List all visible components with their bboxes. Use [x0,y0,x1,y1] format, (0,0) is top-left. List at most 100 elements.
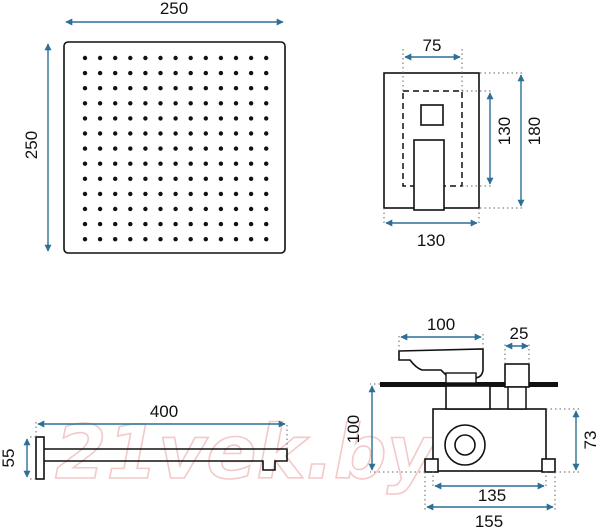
nozzle-dot [113,131,118,136]
nozzle-dot [264,70,269,76]
label-mixer-outer-width: 130 [417,231,445,250]
nozzle-dot [173,206,178,212]
nozzle-dot [128,101,133,106]
nozzle-dot [264,55,269,61]
label-valve-body-width: 135 [478,486,506,505]
mixer-plate-front-view [383,48,523,225]
label-mixer-inner-height: 130 [495,117,514,145]
extension-lines-arm [30,422,288,480]
nozzle-dot [203,131,208,136]
nozzle-dot [203,101,208,106]
nozzle-dot [233,237,239,242]
nozzle-dot [97,101,103,106]
nozzle-dot [158,176,163,181]
nozzle-dot [97,55,103,61]
diverter-cap [504,363,530,388]
nozzle-dot [173,70,178,76]
nozzle-dot [113,70,118,76]
diverter-stem [507,386,527,410]
nozzle-dot [128,70,133,76]
nozzle-dot [158,191,163,197]
nozzle-dot [113,55,118,61]
nozzle-dot [113,191,118,197]
nozzle-dot [188,191,193,197]
nozzle-dot [143,70,148,76]
label-arm-height: 55 [0,449,18,468]
nozzle-dot [113,206,118,212]
nozzle-dot [203,221,208,227]
nozzle-dot [264,86,269,91]
nozzle-dot [128,221,133,227]
wall-surface [380,382,558,387]
nozzle-dot [233,86,239,91]
nozzle-dot [173,86,178,91]
nozzle-dot [158,101,163,106]
nozzle-dot [264,237,269,242]
nozzle-dot [97,176,103,181]
nozzle-dot [143,221,148,227]
nozzle-dot [128,237,133,242]
nozzle-dot [128,116,133,121]
nozzle-dot [113,101,118,106]
nozzle-dot [143,206,148,212]
nozzle-dot [82,116,88,121]
nozzle-dot [158,116,163,121]
nozzle-dot [113,86,118,91]
nozzle-dot [203,161,208,166]
nozzle-dot [173,116,178,121]
nozzle-dot [128,131,133,136]
wall-flange [35,436,45,480]
nozzle-dot [233,206,239,212]
nozzle-dot [248,101,254,106]
nozzle-dot [248,161,254,166]
shower-head-top-view [63,41,286,254]
nozzle-dot [143,131,148,136]
label-mixer-inner-width: 75 [423,36,442,55]
label-valve-cap-width: 25 [510,324,529,343]
extension-lines-mixer [383,48,523,225]
nozzle-dot [173,191,178,197]
nozzle-dot [158,237,163,242]
nozzle-dot [248,176,254,181]
label-shower-width: 250 [160,0,188,18]
nozzle-dot [188,131,193,136]
nozzle-dot [203,146,208,151]
nozzle-dot [233,161,239,166]
nozzle-dot [173,131,178,136]
nozzle-dot [143,101,148,106]
nozzle-dot [128,161,133,166]
nozzle-dot [173,237,178,242]
nozzle-dot [128,176,133,181]
nozzle-dot [233,176,239,181]
nozzle-dot [173,161,178,166]
nozzle-dot [248,55,254,61]
nozzle-dot [82,101,88,106]
nozzle-dot [248,206,254,212]
nozzle-dot [143,176,148,181]
nozzle-dot [264,131,269,136]
nozzle-dot [218,55,224,61]
mixer-cap-square [420,104,444,126]
nozzle-dot [128,146,133,151]
nozzle-dot [82,237,88,242]
nozzle-dot [97,131,103,136]
nozzle-dot [188,176,193,181]
nozzle-dot [203,237,208,242]
nozzle-dot [203,55,208,61]
nozzle-dot [264,221,269,227]
nozzle-dot [82,191,88,197]
nozzle-dot [233,101,239,106]
nozzle-dot [158,70,163,76]
nozzle-dot [113,116,118,121]
valve-outlet-inner [454,434,476,456]
nozzle-dot [203,206,208,212]
mixer-lever [413,139,445,211]
nozzle-dot [173,55,178,61]
nozzle-dot [264,191,269,197]
nozzle-dot [158,131,163,136]
nozzle-dot [218,191,224,197]
nozzle-dot [203,70,208,76]
label-valve-depth: 100 [344,415,363,443]
nozzle-dot [264,146,269,151]
nozzle-dot [218,146,224,151]
